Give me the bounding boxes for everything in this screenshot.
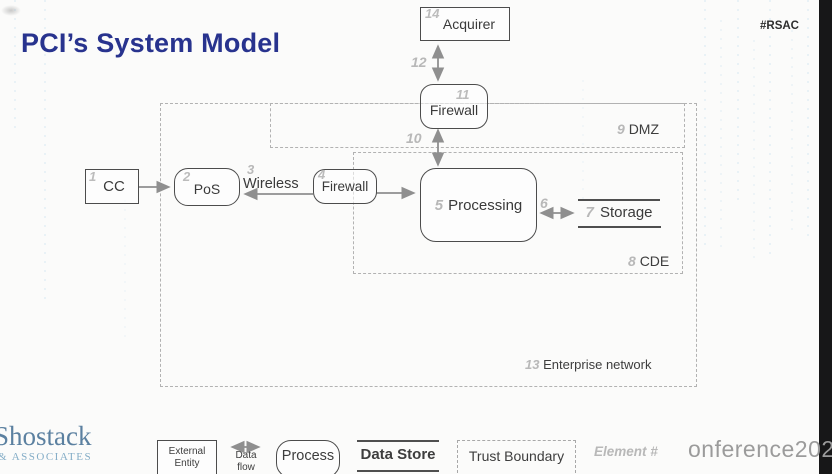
cde-number: 8 xyxy=(628,253,636,269)
background-smudge xyxy=(1,5,21,16)
legend-data-store: Data Store xyxy=(360,446,436,463)
dot-texture xyxy=(14,0,16,130)
firewall-dmz-number: 11 xyxy=(456,87,470,102)
enterprise-network-label: 13 Enterprise network xyxy=(525,357,652,372)
shostack-logo: Shostack xyxy=(0,421,92,451)
legend-data-flow-label: Data xyxy=(235,450,257,461)
legend-element-number: Element # xyxy=(594,444,658,459)
dot-texture xyxy=(720,20,722,250)
dot-texture xyxy=(807,0,809,240)
acquirer-number: 14 xyxy=(425,6,440,21)
legend-datastore-bottom-line xyxy=(357,470,439,472)
external-entity-cc: 1 CC xyxy=(85,169,139,204)
dot-texture xyxy=(44,0,46,300)
legend-trust-boundary: Trust Boundary xyxy=(457,440,576,474)
process-processing: 5 Processing xyxy=(420,168,537,242)
conference-wordmark: onference2021 xyxy=(688,436,832,462)
page-title: PCI’s System Model xyxy=(21,28,281,58)
cc-number: 1 xyxy=(89,169,97,184)
dot-texture xyxy=(753,40,755,260)
pos-number: 2 xyxy=(183,169,191,184)
shostack-logo-subtitle: & ASSOCIATES xyxy=(0,451,93,463)
flow-number-6: 6 xyxy=(540,195,548,211)
storage-number: 7 xyxy=(585,204,594,221)
dot-texture xyxy=(704,0,706,250)
legend-data-flow-label2: flow xyxy=(237,462,255,473)
right-edge-strip xyxy=(819,0,832,474)
process-pos: 2 PoS xyxy=(174,168,240,206)
flow-number-12: 12 xyxy=(411,54,427,70)
dot-texture xyxy=(124,200,126,340)
flow-number-10: 10 xyxy=(406,130,422,146)
process-firewall-dmz: 11 Firewall xyxy=(420,84,488,129)
legend-datastore-top-line xyxy=(357,440,439,442)
processing-number: 5 xyxy=(434,196,444,214)
legend-external-entity: External Entity xyxy=(157,440,217,474)
external-entity-acquirer: 14 Acquirer xyxy=(420,6,510,41)
trust-boundary-cde xyxy=(353,152,683,274)
data-store-storage: 7 Storage xyxy=(585,204,653,221)
cde-label: 8 CDE xyxy=(628,253,670,269)
firewall-wireless-number: 4 xyxy=(318,167,326,182)
dot-texture xyxy=(791,30,793,230)
enterprise-number: 13 xyxy=(525,357,540,372)
wireless-flow-label: Wireless xyxy=(243,176,299,192)
wireless-flow-number: 3 xyxy=(247,162,255,177)
legend-process: Process xyxy=(276,440,340,474)
dot-texture xyxy=(769,0,771,260)
dot-texture xyxy=(737,0,739,200)
rsac-hashtag: #RSAC xyxy=(760,20,799,32)
process-firewall-wireless: 4 Firewall xyxy=(313,167,377,204)
dmz-number: 9 xyxy=(617,121,625,137)
dot-texture xyxy=(582,80,584,200)
dmz-label: 9 DMZ xyxy=(617,121,660,137)
